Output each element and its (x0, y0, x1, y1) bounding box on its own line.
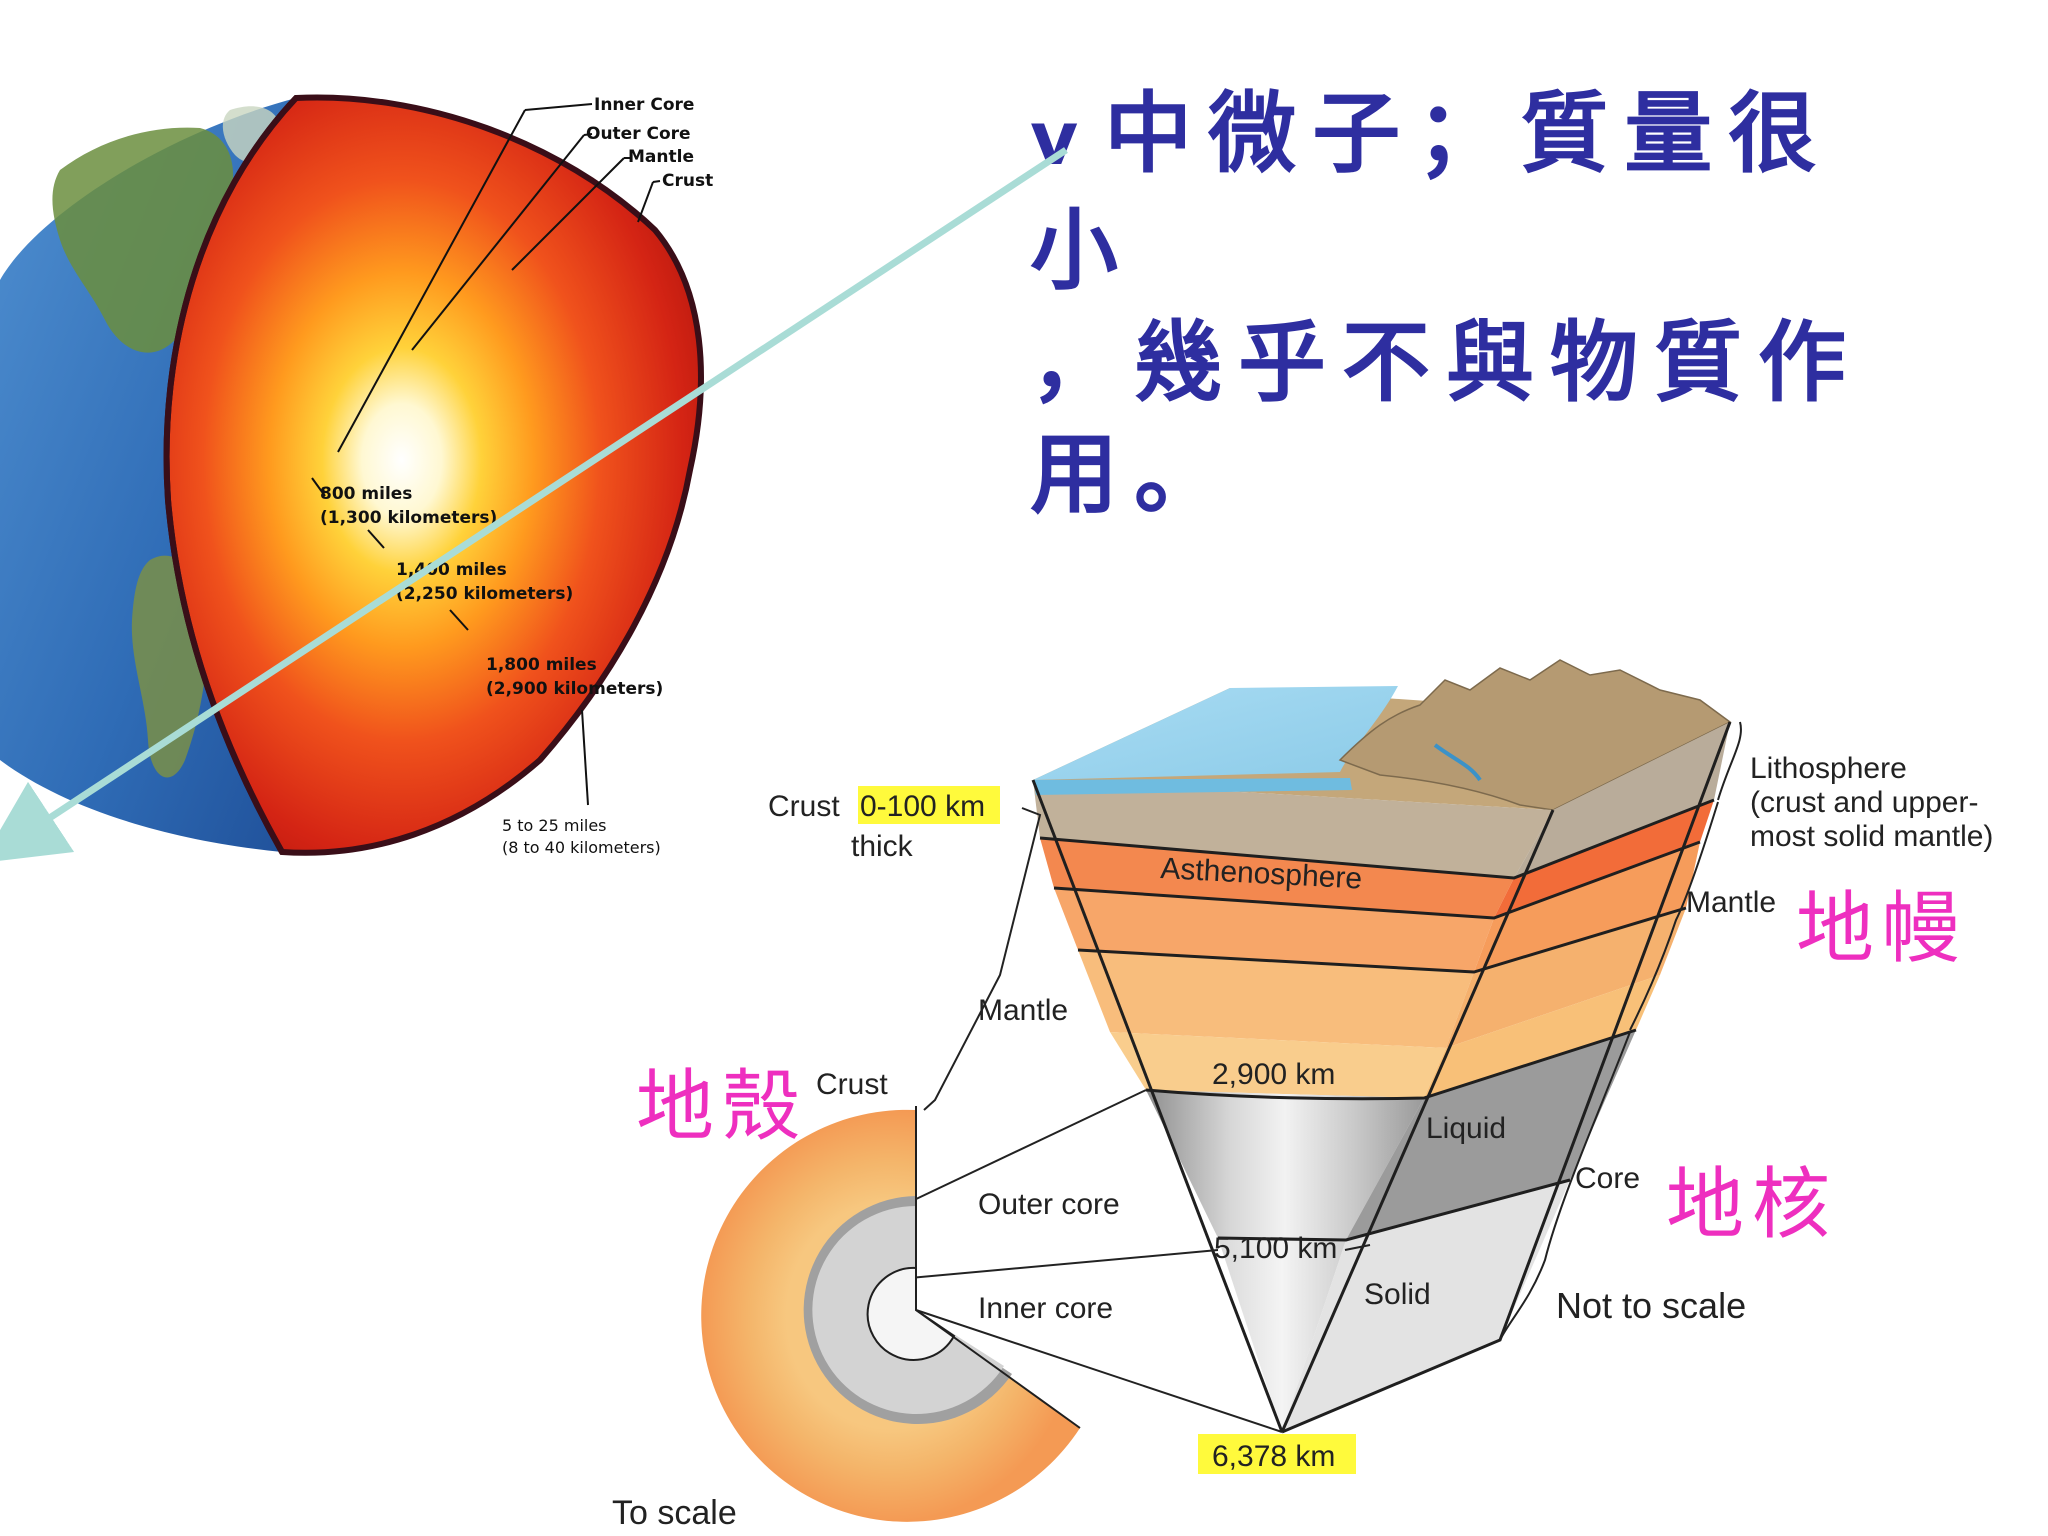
label-depth-2900: 2,900 km (1212, 1058, 1335, 1091)
bracket-mantle (1629, 801, 1719, 1031)
leader-mantle (511, 157, 625, 271)
mantle-band-3-side (1424, 975, 1660, 1098)
label-depth-5100: 5,100 km (1214, 1232, 1337, 1265)
globe-dim4-a: 5 to 25 miles (502, 816, 607, 835)
globe-interior-face (163, 94, 704, 856)
globe-dim2-b: (2,250 kilometers) (396, 584, 573, 604)
label-depth-6378: 6,378 km (1212, 1440, 1335, 1473)
highlight-6378 (1198, 1434, 1356, 1474)
label-liquid: Liquid (1426, 1112, 1506, 1145)
leader-crust (637, 181, 654, 223)
crust-blue-band (1033, 778, 1352, 795)
dim-tick-2 (367, 529, 385, 549)
globe-label-inner-core: Inner Core (594, 95, 694, 115)
leader-inner-core (337, 109, 526, 453)
globe-dim1-b: (1,300 kilometers) (320, 508, 497, 528)
asthenosphere-front (1040, 838, 1514, 918)
globe-label-outer-core: Outer Core (586, 124, 691, 144)
label-lithosphere: Lithosphere (1750, 752, 1907, 785)
label-to-scale: To scale (612, 1494, 737, 1532)
leader-outer-core (411, 134, 585, 351)
label-crust-left: Crust (816, 1068, 888, 1101)
globe-cut-edge (163, 95, 299, 854)
neutrino-path-arrow (0, 147, 1068, 864)
label-not-to-scale: Not to scale (1556, 1285, 1746, 1326)
leader-inner-core-scale (865, 1249, 1219, 1283)
to-scale-outline (915, 1106, 1081, 1429)
inner-core-front (1218, 1238, 1346, 1432)
mantle-band-1-side (1474, 842, 1700, 972)
heading-line-2: ，幾乎不與物質作 (1030, 311, 1863, 414)
globe-dim4-b: (8 to 40 kilometers) (502, 838, 661, 857)
dim-tick-3 (449, 609, 469, 631)
mantle-band-2-front (1078, 950, 1474, 1048)
label-lithosphere-note-1: (crust and upper- (1750, 786, 1978, 819)
leader-center-scale (915, 1309, 1283, 1433)
label-crust-range-value: 0-100 km (860, 790, 985, 823)
inner-core-side (1282, 1180, 1570, 1432)
leader-5100 (1344, 1244, 1371, 1251)
lithosphere-right-face (1514, 722, 1730, 878)
to-scale-inner-core (866, 1266, 956, 1361)
mantle-band-1-front (1054, 888, 1494, 972)
chinese-label-crust: 地殼 (636, 1062, 809, 1152)
globe-dim1-a: 800 miles (320, 484, 412, 504)
label-thick: thick (851, 830, 914, 863)
mantle-band-2-side (1446, 908, 1686, 1048)
label-inner-core: Inner core (978, 1292, 1113, 1325)
label-outer-core: Outer core (978, 1188, 1120, 1221)
surface-ocean (1033, 686, 1398, 780)
label-lithosphere-note-2: most solid mantle) (1750, 820, 1993, 853)
highlight-crust-range (858, 786, 1000, 824)
label-mantle-left: Mantle (978, 994, 1068, 1027)
earth-globe-cutaway (0, 94, 704, 856)
globe-dim3-a: 1,800 miles (486, 655, 597, 675)
label-mantle-right: Mantle (1686, 886, 1776, 919)
dim-tick-4 (581, 709, 589, 806)
dim-tick-1 (311, 477, 326, 497)
leader-crust-range (923, 807, 1042, 1111)
globe-dim3-b: (2,900 kilometers) (486, 679, 663, 699)
chinese-label-core: 地核 (1666, 1160, 1839, 1250)
label-core: Core (1575, 1162, 1640, 1195)
globe-surface (0, 98, 296, 852)
outer-core-side (1346, 1030, 1636, 1240)
to-scale-earth (701, 1106, 1081, 1522)
earth-cross-section (701, 659, 1742, 1522)
river (1433, 743, 1482, 782)
mountains (1338, 659, 1732, 811)
label-crust-range: Crust (768, 790, 840, 823)
outer-core-front (1146, 1090, 1424, 1240)
globe-label-mantle: Mantle (628, 147, 694, 167)
label-solid: Solid (1364, 1278, 1431, 1311)
bracket-core (1499, 1031, 1631, 1341)
globe-label-crust: Crust (662, 171, 713, 191)
heading-line-3: 用。 (1030, 423, 1239, 526)
leader-outer-core-scale (913, 1089, 1147, 1201)
chinese-label-mantle: 地幔 (1796, 884, 1969, 974)
mantle-band-3-front (1110, 1032, 1446, 1098)
asthenosphere-side (1494, 800, 1714, 918)
heading-line-1-text: 中微子；質量很小 (1030, 82, 1833, 302)
bracket-lithosphere (1717, 721, 1742, 801)
lithosphere-front (1033, 780, 1553, 878)
